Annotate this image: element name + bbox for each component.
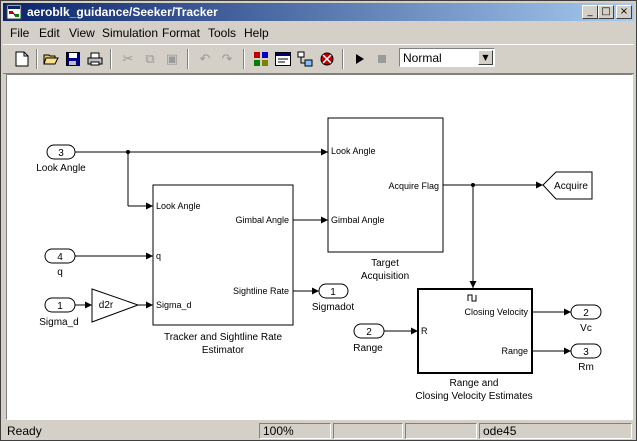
svg-text:1: 1 (57, 301, 63, 312)
svg-text:4: 4 (57, 252, 63, 263)
branch-point (126, 150, 130, 154)
toolbar-separator (36, 49, 38, 69)
outport-vc[interactable]: 2 Vc (570, 304, 602, 334)
svg-text:Look Angle: Look Angle (36, 163, 86, 174)
svg-text:q: q (57, 267, 63, 278)
svg-text:Closing Velocity Estimates: Closing Velocity Estimates (415, 391, 532, 402)
svg-text:Acquire: Acquire (554, 181, 588, 192)
svg-text:3: 3 (583, 347, 589, 358)
svg-text:Sigma_d: Sigma_d (39, 317, 78, 328)
outport-rm[interactable]: 3 Rm (570, 343, 602, 373)
svg-text:R: R (421, 326, 428, 336)
outport-sigmadot[interactable]: 1 Sigmadot (312, 283, 354, 313)
menu-simulation[interactable]: Simulation (102, 26, 159, 40)
open-icon[interactable] (41, 49, 61, 69)
svg-text:Gimbal Angle: Gimbal Angle (235, 215, 289, 225)
stop-simulation-icon[interactable] (372, 49, 392, 69)
menu-view[interactable]: View (69, 26, 95, 40)
status-zoom: 100% (259, 423, 331, 439)
print-icon[interactable] (85, 49, 105, 69)
block-diagram: 3 Look Angle 4 q 1 Sigma_d 2 Range 1 (36, 117, 602, 402)
simulation-mode-value: Normal (403, 51, 442, 65)
model-explorer-icon[interactable] (273, 49, 293, 69)
status-field-empty-1 (333, 423, 403, 439)
copy-icon[interactable]: ⧉ (145, 51, 155, 67)
svg-text:Range: Range (501, 346, 528, 356)
status-field-empty-2 (405, 423, 477, 439)
inport-range[interactable]: 2 Range (353, 323, 385, 354)
inport-sigma-d[interactable]: 1 Sigma_d (39, 297, 79, 328)
simulink-app-icon (6, 4, 22, 20)
status-solver: ode45 (479, 423, 632, 439)
menu-bar: File Edit View Simulation Format Tools H… (3, 23, 634, 42)
new-icon[interactable] (12, 49, 32, 69)
close-button[interactable]: × (616, 5, 632, 19)
menu-format[interactable]: Format (162, 26, 201, 40)
svg-text:Tracker and Sightline Rate: Tracker and Sightline Rate (164, 332, 282, 343)
window-title: aeroblk_guidance/Seeker/Tracker (27, 5, 218, 19)
svg-text:q: q (156, 251, 161, 261)
toolbar-separator (187, 49, 189, 69)
cut-icon[interactable]: ✂ (122, 51, 134, 67)
svg-text:Sigma_d: Sigma_d (156, 300, 192, 310)
svg-text:Gimbal Angle: Gimbal Angle (331, 215, 385, 225)
subsystem-tracker[interactable]: Look Angle q Sigma_d Gimbal Angle Sightl… (152, 184, 294, 356)
subsystem-range-estimates[interactable]: R Closing Velocity Range Range and Closi… (415, 288, 533, 402)
library-browser-icon[interactable] (251, 49, 271, 69)
svg-text:Look Angle: Look Angle (156, 201, 201, 211)
debugger-icon[interactable] (317, 49, 337, 69)
menu-edit[interactable]: Edit (39, 26, 60, 40)
paste-icon[interactable]: ▣ (165, 51, 179, 67)
title-bar: aeroblk_guidance/Seeker/Tracker _ □ × (3, 3, 634, 21)
gain-block-d2r[interactable]: d2r (91, 288, 140, 323)
svg-text:Closing Velocity: Closing Velocity (464, 307, 528, 317)
model-canvas[interactable]: 3 Look Angle 4 q 1 Sigma_d 2 Range 1 (6, 74, 633, 420)
svg-text:Sightline Rate: Sightline Rate (233, 286, 289, 296)
go-to-parent-icon[interactable] (295, 49, 315, 69)
svg-text:1: 1 (330, 287, 336, 298)
start-simulation-icon[interactable] (350, 49, 370, 69)
status-bar: Ready 100% ode45 (3, 422, 634, 440)
branch-point (471, 183, 475, 187)
menu-file[interactable]: File (10, 26, 30, 40)
simulation-mode-select[interactable]: Normal ▼ (399, 48, 495, 67)
toolbar-separator (243, 49, 245, 69)
goto-block-acquire[interactable]: Acquire (542, 171, 593, 200)
chevron-down-icon[interactable]: ▼ (478, 50, 493, 65)
svg-text:Acquire Flag: Acquire Flag (388, 181, 439, 191)
status-message: Ready (7, 424, 42, 438)
save-icon[interactable] (63, 49, 83, 69)
menu-tools[interactable]: Tools (208, 26, 237, 40)
svg-text:Sigmadot: Sigmadot (312, 302, 354, 313)
undo-icon[interactable]: ↶ (199, 51, 211, 67)
inport-q[interactable]: 4 q (44, 248, 76, 278)
minimize-button[interactable]: _ (582, 5, 598, 19)
svg-text:Look Angle: Look Angle (331, 146, 376, 156)
redo-icon[interactable]: ↷ (221, 51, 233, 67)
toolbar-separator (342, 49, 344, 69)
svg-text:2: 2 (366, 327, 372, 338)
svg-text:Range and: Range and (450, 378, 499, 389)
svg-text:d2r: d2r (99, 300, 114, 311)
svg-text:Vc: Vc (580, 323, 592, 334)
svg-text:Estimator: Estimator (202, 345, 245, 356)
svg-text:Rm: Rm (578, 362, 594, 373)
toolbar: ✂ ⧉ ▣ ↶ ↷ (3, 44, 634, 74)
inport-look-angle[interactable]: 3 Look Angle (36, 144, 86, 174)
svg-text:Acquisition: Acquisition (361, 271, 409, 282)
svg-text:Range: Range (353, 343, 383, 354)
svg-text:2: 2 (583, 308, 589, 319)
trigger-icon (467, 294, 477, 302)
maximize-button[interactable]: □ (598, 5, 614, 19)
subsystem-target-acquisition[interactable]: Look Angle Gimbal Angle Acquire Flag Tar… (327, 117, 444, 282)
menu-help[interactable]: Help (244, 26, 269, 40)
toolbar-separator (110, 49, 112, 69)
svg-text:3: 3 (58, 148, 64, 159)
svg-text:Target: Target (371, 258, 399, 269)
